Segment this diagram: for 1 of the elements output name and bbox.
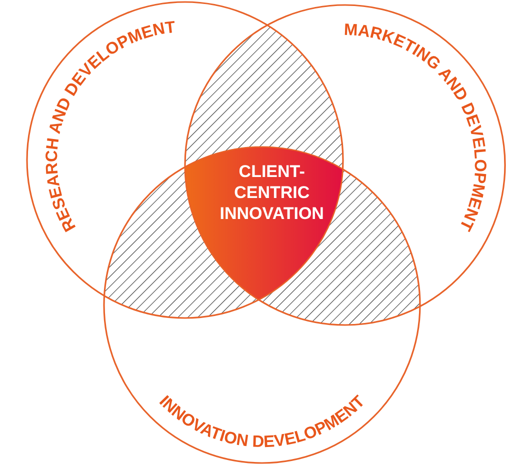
center-label: CLIENT- CENTRIC INNOVATION xyxy=(218,160,325,224)
